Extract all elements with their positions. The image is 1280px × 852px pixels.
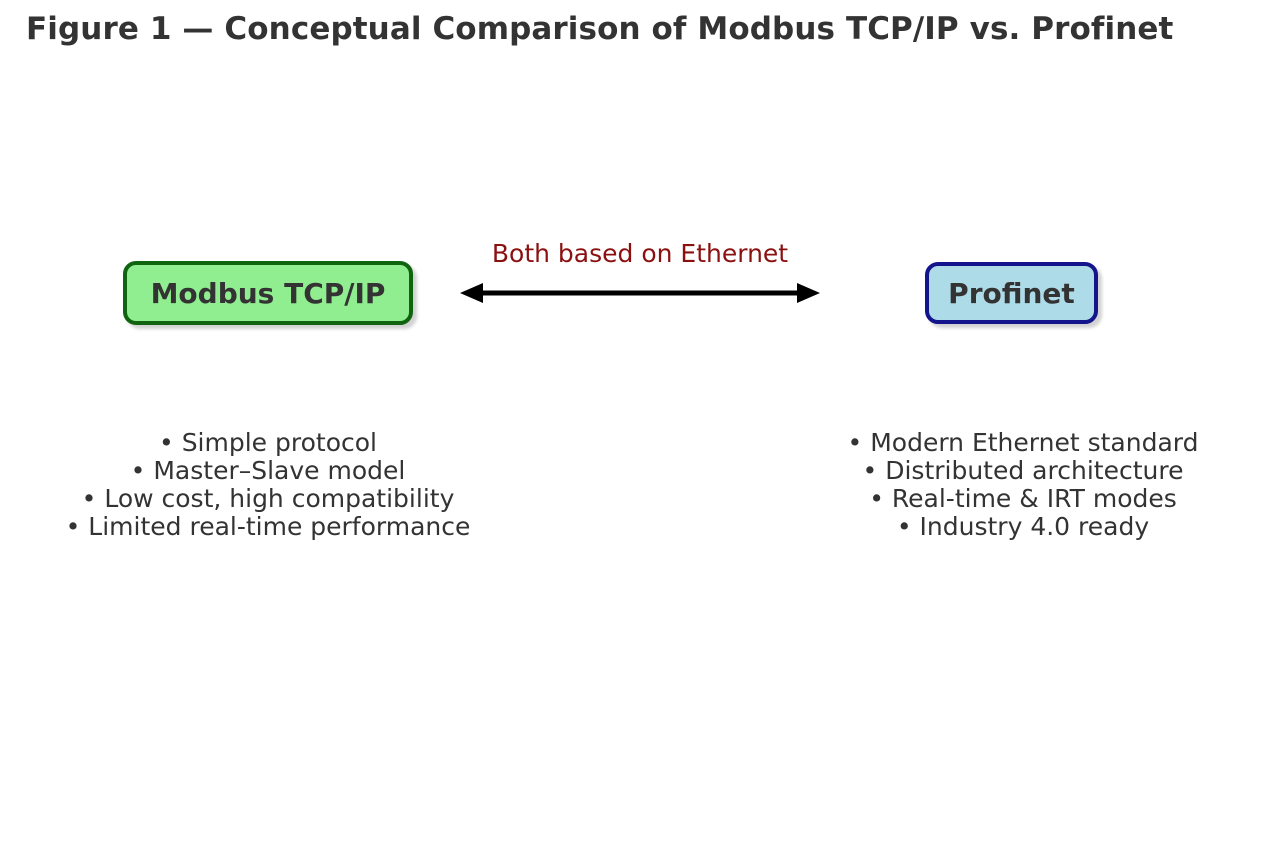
feature-list-modbus: • Simple protocol • Master–Slave model •… (28, 429, 508, 541)
node-modbus-tcpip-label: Modbus TCP/IP (150, 276, 386, 310)
list-item: • Master–Slave model (130, 456, 406, 485)
list-item: • Low cost, high compatibility (81, 484, 455, 513)
feature-list-profinet: • Modern Ethernet standard • Distributed… (783, 429, 1263, 541)
list-item: • Modern Ethernet standard (847, 428, 1199, 457)
connector-label: Both based on Ethernet (491, 239, 789, 268)
double-headed-arrow-icon (460, 283, 820, 303)
node-profinet[interactable]: Profinet (925, 262, 1098, 324)
node-modbus-tcpip[interactable]: Modbus TCP/IP (123, 261, 413, 325)
node-profinet-label: Profinet (948, 276, 1075, 310)
page-title: Figure 1 — Conceptual Comparison of Modb… (26, 11, 1174, 47)
list-item: • Limited real-time performance (65, 512, 471, 541)
list-item: • Distributed architecture (862, 456, 1184, 485)
list-item: • Real-time & IRT modes (869, 484, 1177, 513)
list-item: • Simple protocol (159, 428, 377, 457)
list-item: • Industry 4.0 ready (896, 512, 1150, 541)
